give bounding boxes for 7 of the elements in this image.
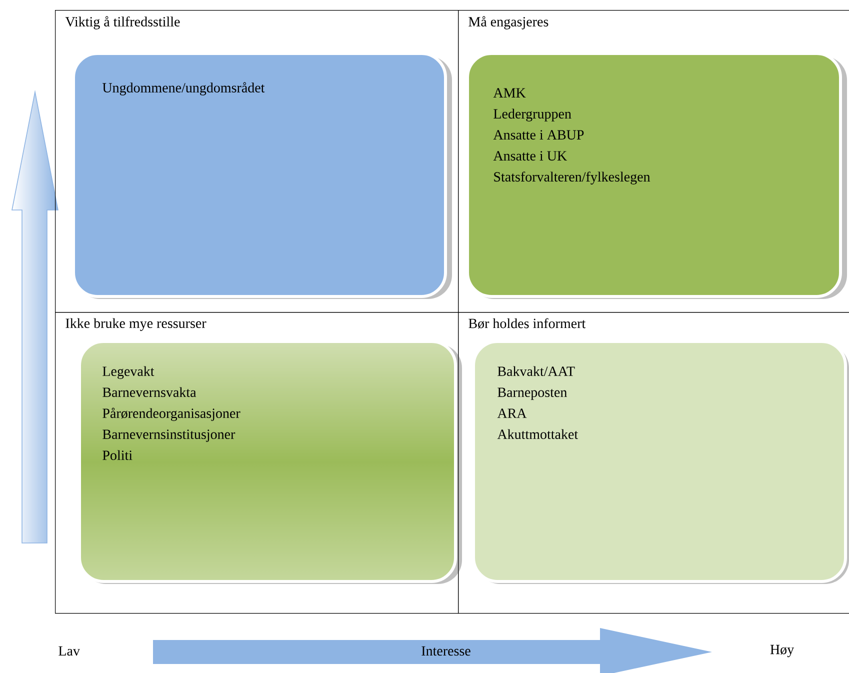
rounded-box: Legevakt Barnevernsvakta Pårørendeorganisasjoner Barnevernsinstitusjoner Politi (78, 340, 462, 584)
rounded-box: Bakvakt/AAT Barneposten ARA Akuttmottaket (472, 340, 849, 584)
axis-label: Lav (58, 646, 80, 656)
rounded-box: AMK Ledergruppen Ansatte i ABUP Ansatte i UK Statsforvalteren/fylkeslegen (466, 52, 847, 299)
rounded-box: Ungdommene/ungdomsrådet (72, 52, 452, 299)
axis-label: Interesse (422, 646, 470, 656)
axis-label: Høy (770, 644, 794, 658)
